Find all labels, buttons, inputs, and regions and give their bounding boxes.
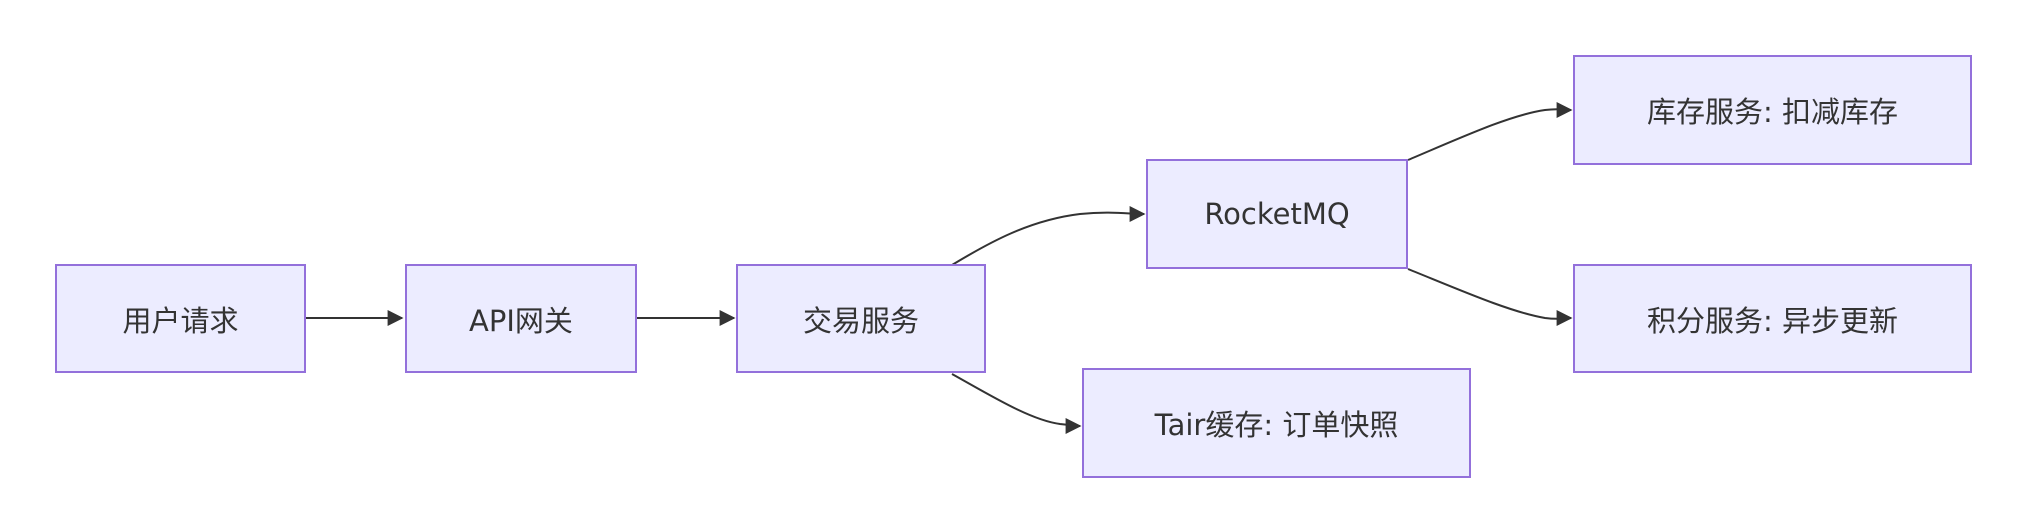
node-inventory-service: 库存服务: 扣减库存 — [1573, 55, 1972, 165]
node-rocketmq-label: RocketMQ — [1204, 197, 1350, 231]
node-api-gateway: API网关 — [405, 264, 637, 373]
node-user-request-label: 用户请求 — [122, 303, 239, 338]
edge-rocketmq-to-inventory-service — [1407, 101, 1573, 161]
node-api-gateway-label: API网关 — [469, 303, 573, 338]
node-rocketmq: RocketMQ — [1146, 159, 1408, 269]
node-user-request: 用户请求 — [55, 264, 306, 373]
node-trade-service-label: 交易服务 — [802, 303, 919, 338]
node-points-service: 积分服务: 异步更新 — [1573, 264, 1972, 373]
edge-rocketmq-to-points-service — [1407, 268, 1573, 327]
node-trade-service: 交易服务 — [736, 264, 986, 373]
edge-trade-service-to-rocketmq — [951, 205, 1146, 266]
node-points-service-label: 积分服务: 异步更新 — [1647, 303, 1898, 338]
node-tair-cache: Tair缓存: 订单快照 — [1082, 368, 1471, 478]
node-inventory-service-label: 库存服务: 扣减库存 — [1647, 95, 1898, 129]
node-tair-cache-label: Tair缓存: 订单快照 — [1154, 408, 1399, 442]
edge-trade-service-to-tair-cache — [951, 373, 1082, 434]
